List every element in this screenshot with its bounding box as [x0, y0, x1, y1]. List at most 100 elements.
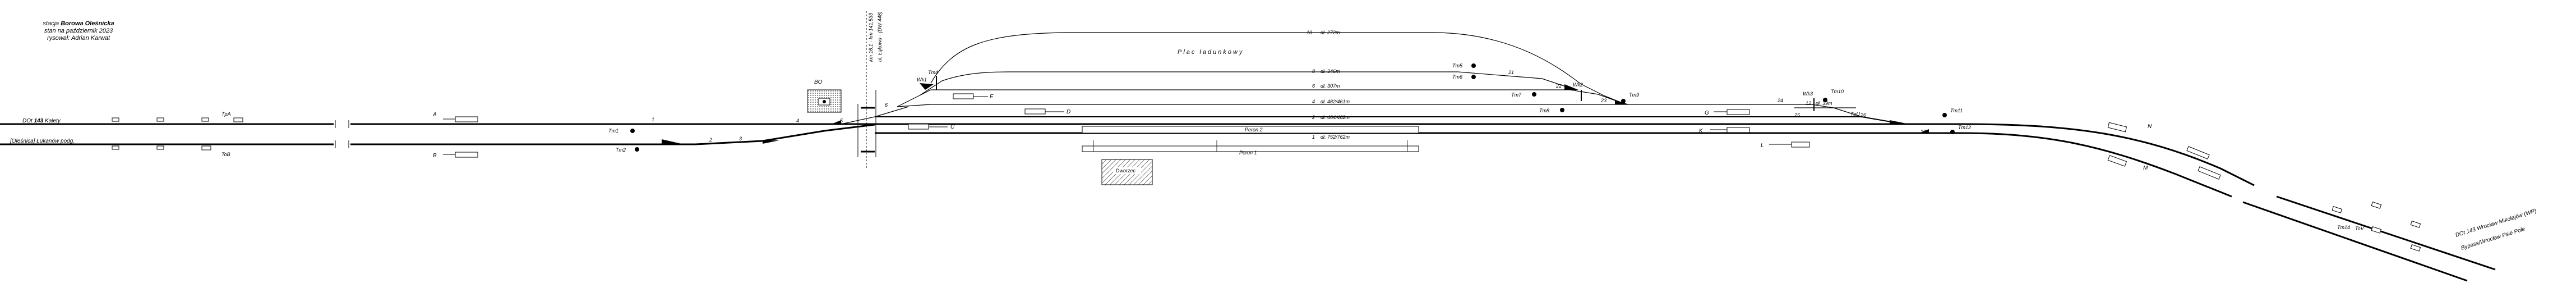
- signal-M-head: [2107, 155, 2127, 167]
- right-track-boxes: [2186, 146, 2421, 252]
- track-labels: 10 dł. 272m 8 dł. 346m 6 dł. 307m 4 dł. …: [1307, 30, 1832, 140]
- shunt-tm4-label: Tm4: [928, 70, 938, 75]
- switch-blades: [662, 83, 1929, 144]
- track-box: [201, 117, 209, 122]
- track-12-no: 12: [1806, 101, 1811, 106]
- signal-M-label: M: [2143, 165, 2148, 171]
- station-building-label-bg: [1113, 167, 1141, 174]
- switch-blade: [1564, 84, 1578, 90]
- shunt-tm14-label: Tm14: [2337, 225, 2350, 230]
- signal-C-label: C: [950, 124, 955, 130]
- track-8: [941, 71, 1543, 81]
- shunt-tm1-lamp: [630, 129, 635, 133]
- track-box: [2371, 202, 2382, 209]
- switch-21: 21: [1508, 70, 1514, 75]
- switch-4: 4: [796, 118, 799, 124]
- shunt-tpv-label: ToV: [2355, 226, 2365, 231]
- crossing-label-2: ul. Łąkowa - (DW 448): [877, 11, 883, 62]
- track-2-length: dł. 464/462m: [1321, 115, 1350, 120]
- platform-1-label: Peron 1: [1239, 150, 1257, 156]
- signal-D-label: D: [1067, 109, 1070, 115]
- track-4-length: dł. 482/461m: [1321, 99, 1350, 104]
- track-4: [897, 104, 1834, 108]
- track-box: [156, 145, 164, 150]
- signal-C-head: [908, 124, 929, 130]
- switch-22: 22: [1555, 83, 1562, 89]
- line-left-top-text: Kalety: [45, 118, 61, 124]
- track-1-no: 1: [1312, 134, 1315, 140]
- barrier-wk3-label: Wk3: [1803, 91, 1813, 97]
- platform-1: [1082, 145, 1419, 152]
- signal-L-label: L: [1761, 143, 1764, 149]
- shunt-tm2-label: Tm2: [616, 147, 626, 153]
- main-signals: A B C D E G K L N M: [432, 93, 2152, 171]
- track-box: [2332, 206, 2343, 213]
- switch-blade: [920, 83, 934, 90]
- station-header: stacja Borowa Oleśnicka stan na paździer…: [34, 20, 123, 42]
- track-6: [931, 89, 1599, 95]
- shunt-tm8-label: Tm8: [1539, 108, 1549, 113]
- shunt-tm1-label: Tm1: [608, 128, 618, 134]
- shunt-tm10-lamp: [1823, 98, 1827, 102]
- station-building: [1101, 159, 1153, 185]
- signal-A-head: [455, 116, 478, 122]
- line-left-top-label: DOt 143 Kalety: [22, 118, 61, 124]
- shunt-tm7-lamp: [1532, 92, 1536, 97]
- track-box: [2410, 221, 2421, 228]
- signal-B-label: B: [433, 153, 437, 159]
- track-6-length: dł. 307m: [1321, 83, 1340, 89]
- shunt-tm6-label: Tm6: [1452, 74, 1462, 80]
- signal-K-head: [1726, 127, 1750, 133]
- shunt-tm11-label: Tm11: [1950, 108, 1963, 113]
- switch-2: 2: [709, 137, 712, 143]
- switch-23: 23: [1600, 98, 1606, 103]
- shunt-tm8-lamp: [1560, 108, 1564, 112]
- switch-24: 24: [1777, 98, 1783, 103]
- station-prefix: stacja: [43, 20, 59, 27]
- signal-G-label: G: [1705, 110, 1709, 116]
- track-10-length: dł. 272m: [1321, 30, 1340, 35]
- switch-blade: [662, 139, 681, 144]
- station-title: stacja Borowa Oleśnicka: [34, 20, 123, 28]
- track-box: [2186, 146, 2210, 159]
- platform-2: [1082, 126, 1419, 134]
- track-12-length: dł. 39m: [1816, 101, 1832, 106]
- shunt-tm11-lamp: [1942, 113, 1947, 117]
- track-10-no: 10: [1307, 30, 1312, 35]
- shunt-tm2-lamp: [635, 147, 639, 152]
- track-box: [2371, 226, 2382, 234]
- barrier-wk1-label: Wk1: [917, 77, 927, 83]
- signal-box-label: BO: [814, 79, 823, 85]
- track-8-no: 8: [1312, 69, 1315, 74]
- signal-A-label: A: [432, 112, 437, 118]
- track-box: [112, 117, 119, 122]
- signal-N-head: [2107, 122, 2127, 133]
- level-crossing: km 16.1 - km 141,533 ul. Łąkowa - (DW 44…: [857, 11, 883, 168]
- signal-B-head: [455, 152, 478, 158]
- switch-26: 26: [1860, 112, 1866, 118]
- shunt-tm12-lamp: [1950, 130, 1955, 134]
- switch-blade: [763, 140, 779, 144]
- barriers: Wk1 Wk2 Wk3: [917, 76, 1815, 111]
- track-box: [112, 145, 119, 150]
- signal-box-dot: [823, 100, 826, 103]
- shunt-tm9-label: Tm9: [1629, 92, 1639, 98]
- shunting-signals: TpA ToB Tm1 Tm2 Tm4 Tm5 Tm6 Tm7 Tm8 Tm9 …: [112, 63, 2365, 231]
- shunt-tmb-head: [201, 145, 211, 150]
- signal-N-label: N: [2148, 124, 2152, 130]
- author-line: rysował: Adrian Karwat: [47, 35, 110, 42]
- switch-blade: [1890, 120, 1906, 124]
- switch-6: 6: [885, 102, 888, 108]
- track-2-no: 2: [1312, 115, 1315, 120]
- switch-blade: [1918, 129, 1929, 134]
- shunt-tm10-label: Tm10: [1831, 89, 1844, 94]
- line-left-top-prefix: DOt: [22, 118, 33, 124]
- main-track-right-upper: [1738, 123, 2496, 271]
- crossing-label-1: km 16.1 - km 141,533: [868, 13, 874, 62]
- signal-G-head: [1726, 109, 1750, 115]
- switch-blade: [830, 120, 841, 125]
- shunt-tpu-label: TpU: [1850, 111, 1861, 117]
- shunt-tm12-label: Tm12: [1958, 125, 1971, 130]
- switch-25: 25: [1794, 112, 1801, 118]
